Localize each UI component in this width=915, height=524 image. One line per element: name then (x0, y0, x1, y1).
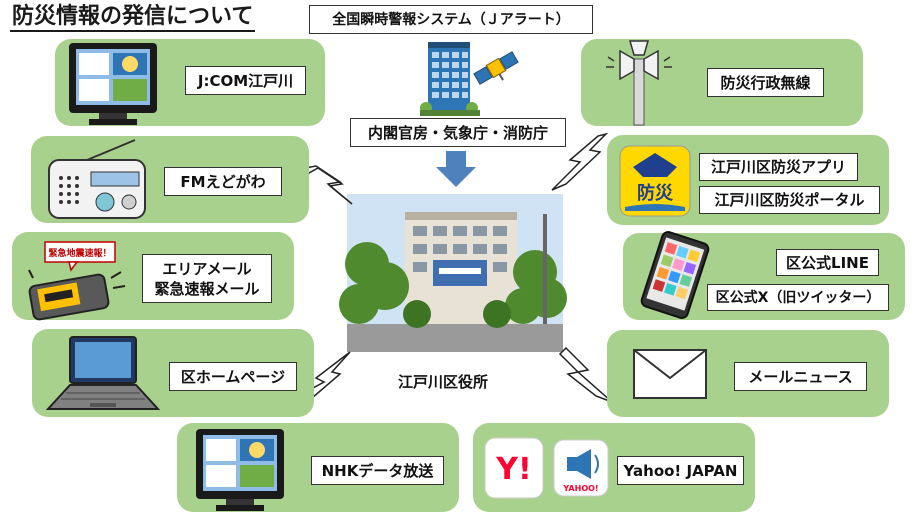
nhk-label: NHKデータ放送 (311, 456, 444, 485)
loudspeaker-icon (600, 41, 680, 127)
tv-icon (194, 427, 286, 513)
homepage-label: 区ホームページ (169, 362, 297, 391)
yahoo-logo-text: Y! (495, 452, 531, 487)
lightning-musen (552, 134, 606, 190)
phone-alert-text: 緊急地震速報！ (48, 247, 111, 259)
mail-news-label: メールニュース (734, 362, 867, 391)
yahoo-bousai-icon: YAHOO! (553, 439, 609, 497)
tv-icon (67, 41, 159, 127)
yahoo-app-icon: Y! (484, 437, 544, 499)
area-mail-line-1: エリアメール (162, 259, 251, 279)
phone-alert-icon: 緊急地震速報！ (29, 238, 129, 320)
app-label: 江戸川区防災アプリ (699, 153, 858, 181)
portal-label: 江戸川区防災ポータル (699, 186, 880, 214)
bosai-app-text: 防災 (637, 182, 674, 204)
x-label: 区公式X（旧ツイッター） (707, 284, 889, 311)
laptop-icon (44, 335, 160, 413)
envelope-icon (632, 348, 708, 400)
smartphone-icon (635, 232, 715, 318)
musen-label: 防災行政無線 (707, 68, 824, 97)
yahoo-label: Yahoo! JAPAN (617, 456, 744, 485)
lightning-mail (560, 348, 612, 402)
area-mail-label: エリアメール 緊急速報メール (142, 254, 272, 303)
bosai-app-icon: 防災 (619, 145, 691, 217)
area-mail-line-2: 緊急速報メール (154, 279, 259, 299)
fm-label: FMえどがわ (164, 167, 282, 196)
jcom-label: J:COM江戸川 (185, 66, 306, 95)
yahoo-bousai-text: YAHOO! (562, 484, 598, 493)
radio-icon (47, 140, 147, 220)
line-label: 区公式LINE (776, 249, 879, 276)
